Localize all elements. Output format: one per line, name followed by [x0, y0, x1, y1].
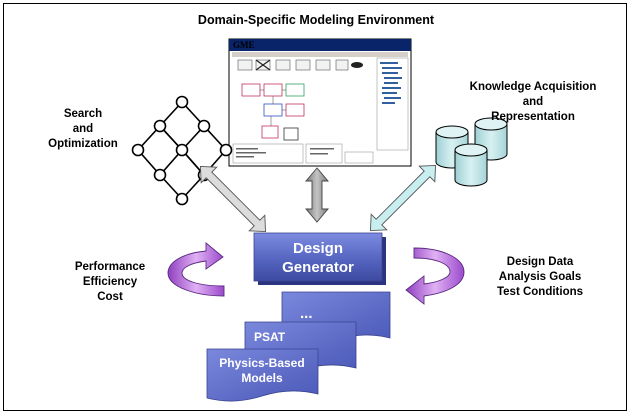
design-generator-box: [253, 232, 386, 285]
document-psat-label: PSAT: [254, 330, 286, 344]
diagram-title: Domain-Specific Modeling Environment: [198, 13, 435, 27]
knowledge-label-line1: Knowledge Acquisition: [470, 81, 597, 93]
document-physics-label-line1: Physics-Based: [219, 356, 304, 370]
design-data-label-line1: Design Data: [507, 256, 574, 268]
modeling-environment-screenshot: GME: [228, 38, 412, 167]
search-label-line1: Search: [64, 108, 102, 120]
gme-app-label: GME: [233, 40, 255, 50]
document-ellipsis-label: ...: [300, 305, 313, 322]
document-physics-models: [206, 348, 319, 402]
knowledge-label-line2: and: [523, 96, 543, 108]
document-physics-label-line2: Models: [241, 371, 283, 385]
knowledge-label-line3: Representation: [491, 111, 575, 123]
design-data-label-line3: Test Conditions: [497, 286, 583, 298]
performance-label-line3: Cost: [97, 291, 123, 303]
design-data-label-line2: Analysis Goals: [499, 271, 581, 283]
search-label-line2: and: [73, 123, 93, 135]
knowledge-database-icon: [435, 117, 508, 187]
design-generator-label-line1: Design: [293, 240, 343, 257]
left-cycle-arrow: [167, 242, 225, 297]
design-generator-label-line2: Generator: [282, 259, 354, 276]
performance-label-line2: Efficiency: [83, 276, 138, 288]
knowledge-generator-double-arrow: [370, 165, 436, 231]
search-generator-double-arrow: [200, 166, 266, 232]
performance-label-line1: Performance: [75, 261, 145, 273]
environment-generator-double-arrow: [305, 167, 329, 223]
search-label-line3: Optimization: [48, 138, 118, 150]
right-cycle-arrow: [405, 247, 465, 305]
